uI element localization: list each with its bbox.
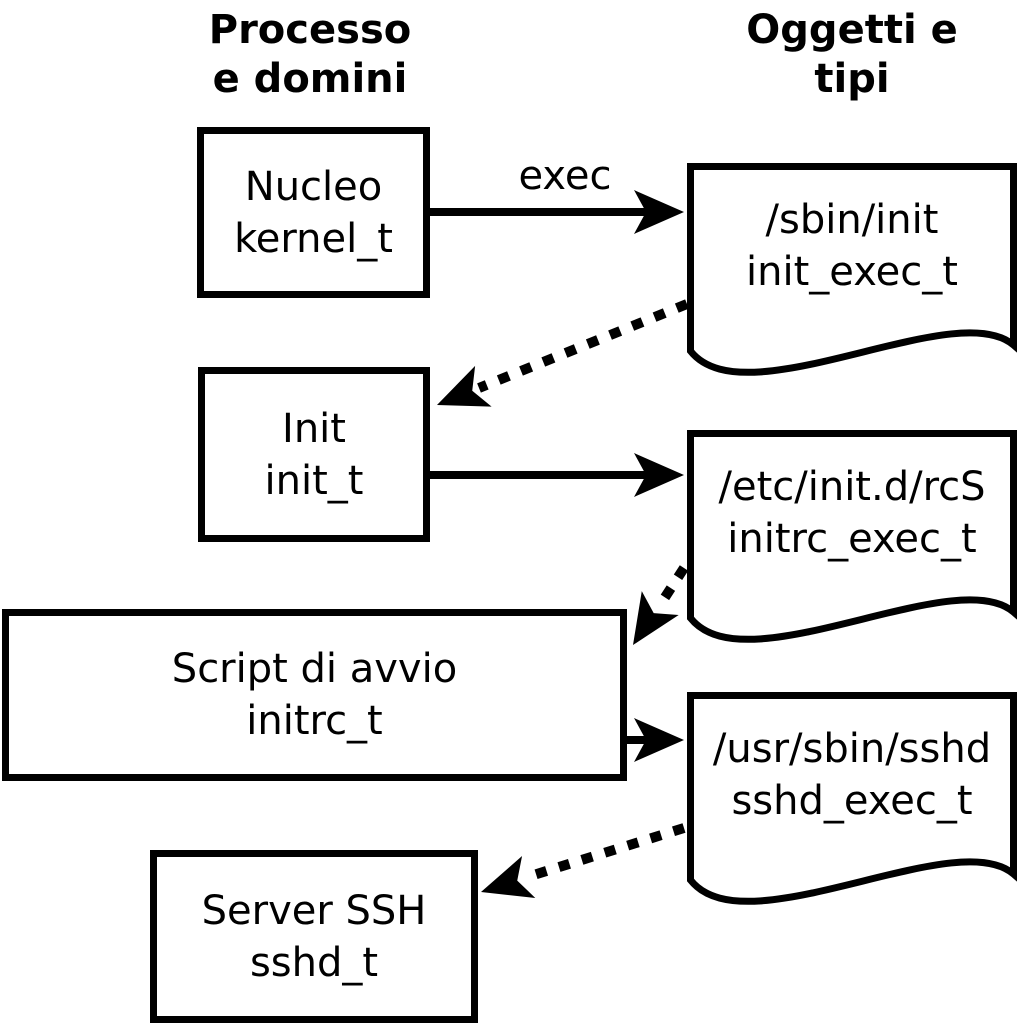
process-domain-type: sshd_t [249, 939, 379, 986]
process-box-init [198, 367, 430, 542]
column-header-processes: Processo e domini [140, 6, 480, 104]
process-domain-type: init_t [264, 457, 364, 504]
process-domain-type: kernel_t [234, 215, 393, 262]
object-path: /sbin/init [765, 197, 939, 243]
object-path: /etc/init.d/rcS [718, 464, 986, 510]
exec-arrow-label: exec [518, 153, 612, 199]
process-name: Script di avvio [171, 646, 458, 692]
transition-arrow-to-sshd-head [481, 855, 536, 898]
transition-arrow-to-init-head [437, 365, 492, 407]
process-box-script-avvio [2, 609, 627, 781]
transition-arrow-to-init-shaft [477, 299, 689, 393]
column-header-processes-line2: e domini [212, 56, 408, 102]
transition-arrow-to-initrc-head [633, 591, 679, 645]
object-type: sshd_exec_t [731, 778, 973, 824]
exec-arrow-initrc-to-sshd-head [634, 718, 684, 762]
column-header-objects-line1: Oggetti e [746, 7, 958, 53]
process-name: Server SSH [201, 887, 427, 934]
document-shape-sbin-init [687, 163, 1017, 376]
object-type: init_exec_t [746, 249, 958, 295]
transition-arrow-to-sshd-shaft [522, 823, 686, 883]
process-label-nucleo: Nucleo kernel_t [197, 127, 430, 298]
transition-arrow-to-initrc-shaft [653, 565, 689, 611]
document-shape-usr-sbin-sshd [687, 692, 1017, 905]
column-header-processes-line1: Processo [208, 7, 412, 53]
exec-arrow-kernel-to-init-head [634, 190, 684, 234]
process-label-script-avvio: Script di avvio initrc_t [2, 609, 627, 781]
process-label-server-ssh: Server SSH sshd_t [150, 850, 478, 1023]
object-label-usr-sbin-sshd: /usr/sbin/sshd sshd_exec_t [687, 696, 1017, 854]
process-label-init: Init init_t [198, 367, 430, 542]
process-domain-type: initrc_t [246, 698, 383, 744]
column-header-objects: Oggetti e tipi [690, 6, 1014, 104]
object-type: initrc_exec_t [727, 516, 977, 562]
process-name: Init [282, 405, 346, 452]
exec-arrow-init-to-rcs-head [634, 453, 684, 497]
process-box-nucleo [197, 127, 430, 298]
object-path: /usr/sbin/sshd [712, 726, 992, 772]
column-header-objects-line2: tipi [814, 56, 890, 102]
process-box-server-ssh [150, 850, 478, 1023]
process-name: Nucleo [244, 163, 383, 210]
object-label-etc-initd-rcs: /etc/init.d/rcS initrc_exec_t [687, 434, 1017, 592]
document-shape-etc-initd-rcs [687, 430, 1017, 643]
object-label-sbin-init: /sbin/init init_exec_t [687, 167, 1017, 325]
